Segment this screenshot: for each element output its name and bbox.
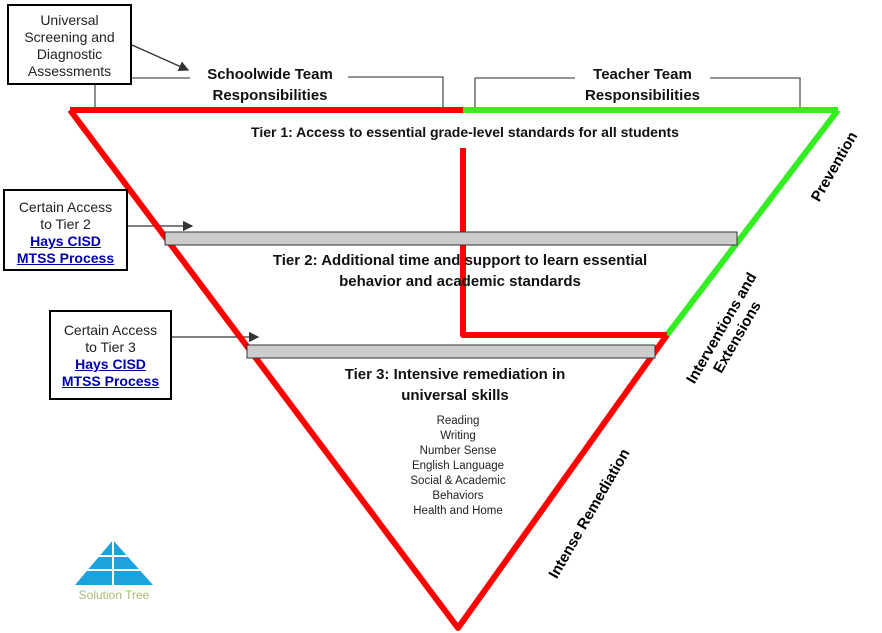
red-left-edge bbox=[67, 108, 670, 631]
tier2-label: Tier 2: Additional time and support to l… bbox=[200, 250, 720, 292]
tier1-label: Tier 1: Access to essential grade-level … bbox=[251, 124, 679, 140]
screening-line: Screening and bbox=[24, 29, 115, 45]
tier2-access-box: Certain Access to Tier 2 Hays CISD MTSS … bbox=[3, 189, 128, 271]
solution-tree-logo-icon bbox=[75, 540, 153, 585]
box-text: to Tier 3 bbox=[85, 339, 136, 355]
skill-item: English Language bbox=[411, 460, 505, 472]
skills-list: Reading Writing Number Sense English Lan… bbox=[378, 414, 538, 519]
header-line: Teacher Team bbox=[593, 66, 692, 83]
tier2-bar bbox=[164, 231, 738, 246]
solution-tree-logo-text: Solution Tree bbox=[78, 588, 150, 602]
tier3-line: Tier 3: Intensive remediation in bbox=[344, 366, 566, 383]
skill-item: Behaviors bbox=[432, 490, 484, 502]
tier3-access-box: Certain Access to Tier 3 Hays CISD MTSS … bbox=[49, 310, 172, 400]
screening-line: Diagnostic bbox=[36, 46, 103, 62]
header-line: Schoolwide Team bbox=[207, 66, 333, 83]
box-text: to Tier 2 bbox=[40, 216, 91, 232]
tier3-label: Tier 3: Intensive remediation in univers… bbox=[300, 364, 610, 406]
skill-item: Number Sense bbox=[419, 445, 497, 457]
hays-cisd-link[interactable]: Hays CISD bbox=[75, 356, 146, 372]
box-text: Certain Access bbox=[63, 322, 158, 338]
skill-item: Writing bbox=[440, 430, 476, 442]
skill-item: Health and Home bbox=[413, 505, 503, 517]
tier2-line: Tier 2: Additional time and support to l… bbox=[272, 252, 648, 269]
screening-line: Assessments bbox=[27, 63, 112, 79]
red-divider bbox=[460, 148, 667, 338]
skill-item: Reading bbox=[436, 415, 480, 427]
screening-line: Universal bbox=[40, 12, 99, 28]
box-text: Certain Access bbox=[18, 199, 113, 215]
skill-item: Social & Academic bbox=[410, 475, 506, 487]
mtss-process-link[interactable]: MTSS Process bbox=[61, 373, 160, 389]
tier2-line: behavior and academic standards bbox=[339, 273, 581, 290]
header-line: Responsibilities bbox=[212, 87, 328, 104]
header-line: Responsibilities bbox=[584, 87, 701, 104]
teacher-header: Teacher Team Responsibilities bbox=[560, 64, 725, 106]
tier3-line: universal skills bbox=[401, 387, 509, 404]
tier3-bar bbox=[246, 344, 656, 359]
green-right-edge bbox=[664, 108, 841, 337]
hays-cisd-link[interactable]: Hays CISD bbox=[30, 233, 101, 249]
bracket-lines bbox=[94, 76, 801, 107]
screening-box: Universal Screening and Diagnostic Asses… bbox=[7, 4, 132, 85]
schoolwide-header: Schoolwide Team Responsibilities bbox=[180, 64, 360, 106]
mtss-process-link[interactable]: MTSS Process bbox=[16, 250, 115, 266]
